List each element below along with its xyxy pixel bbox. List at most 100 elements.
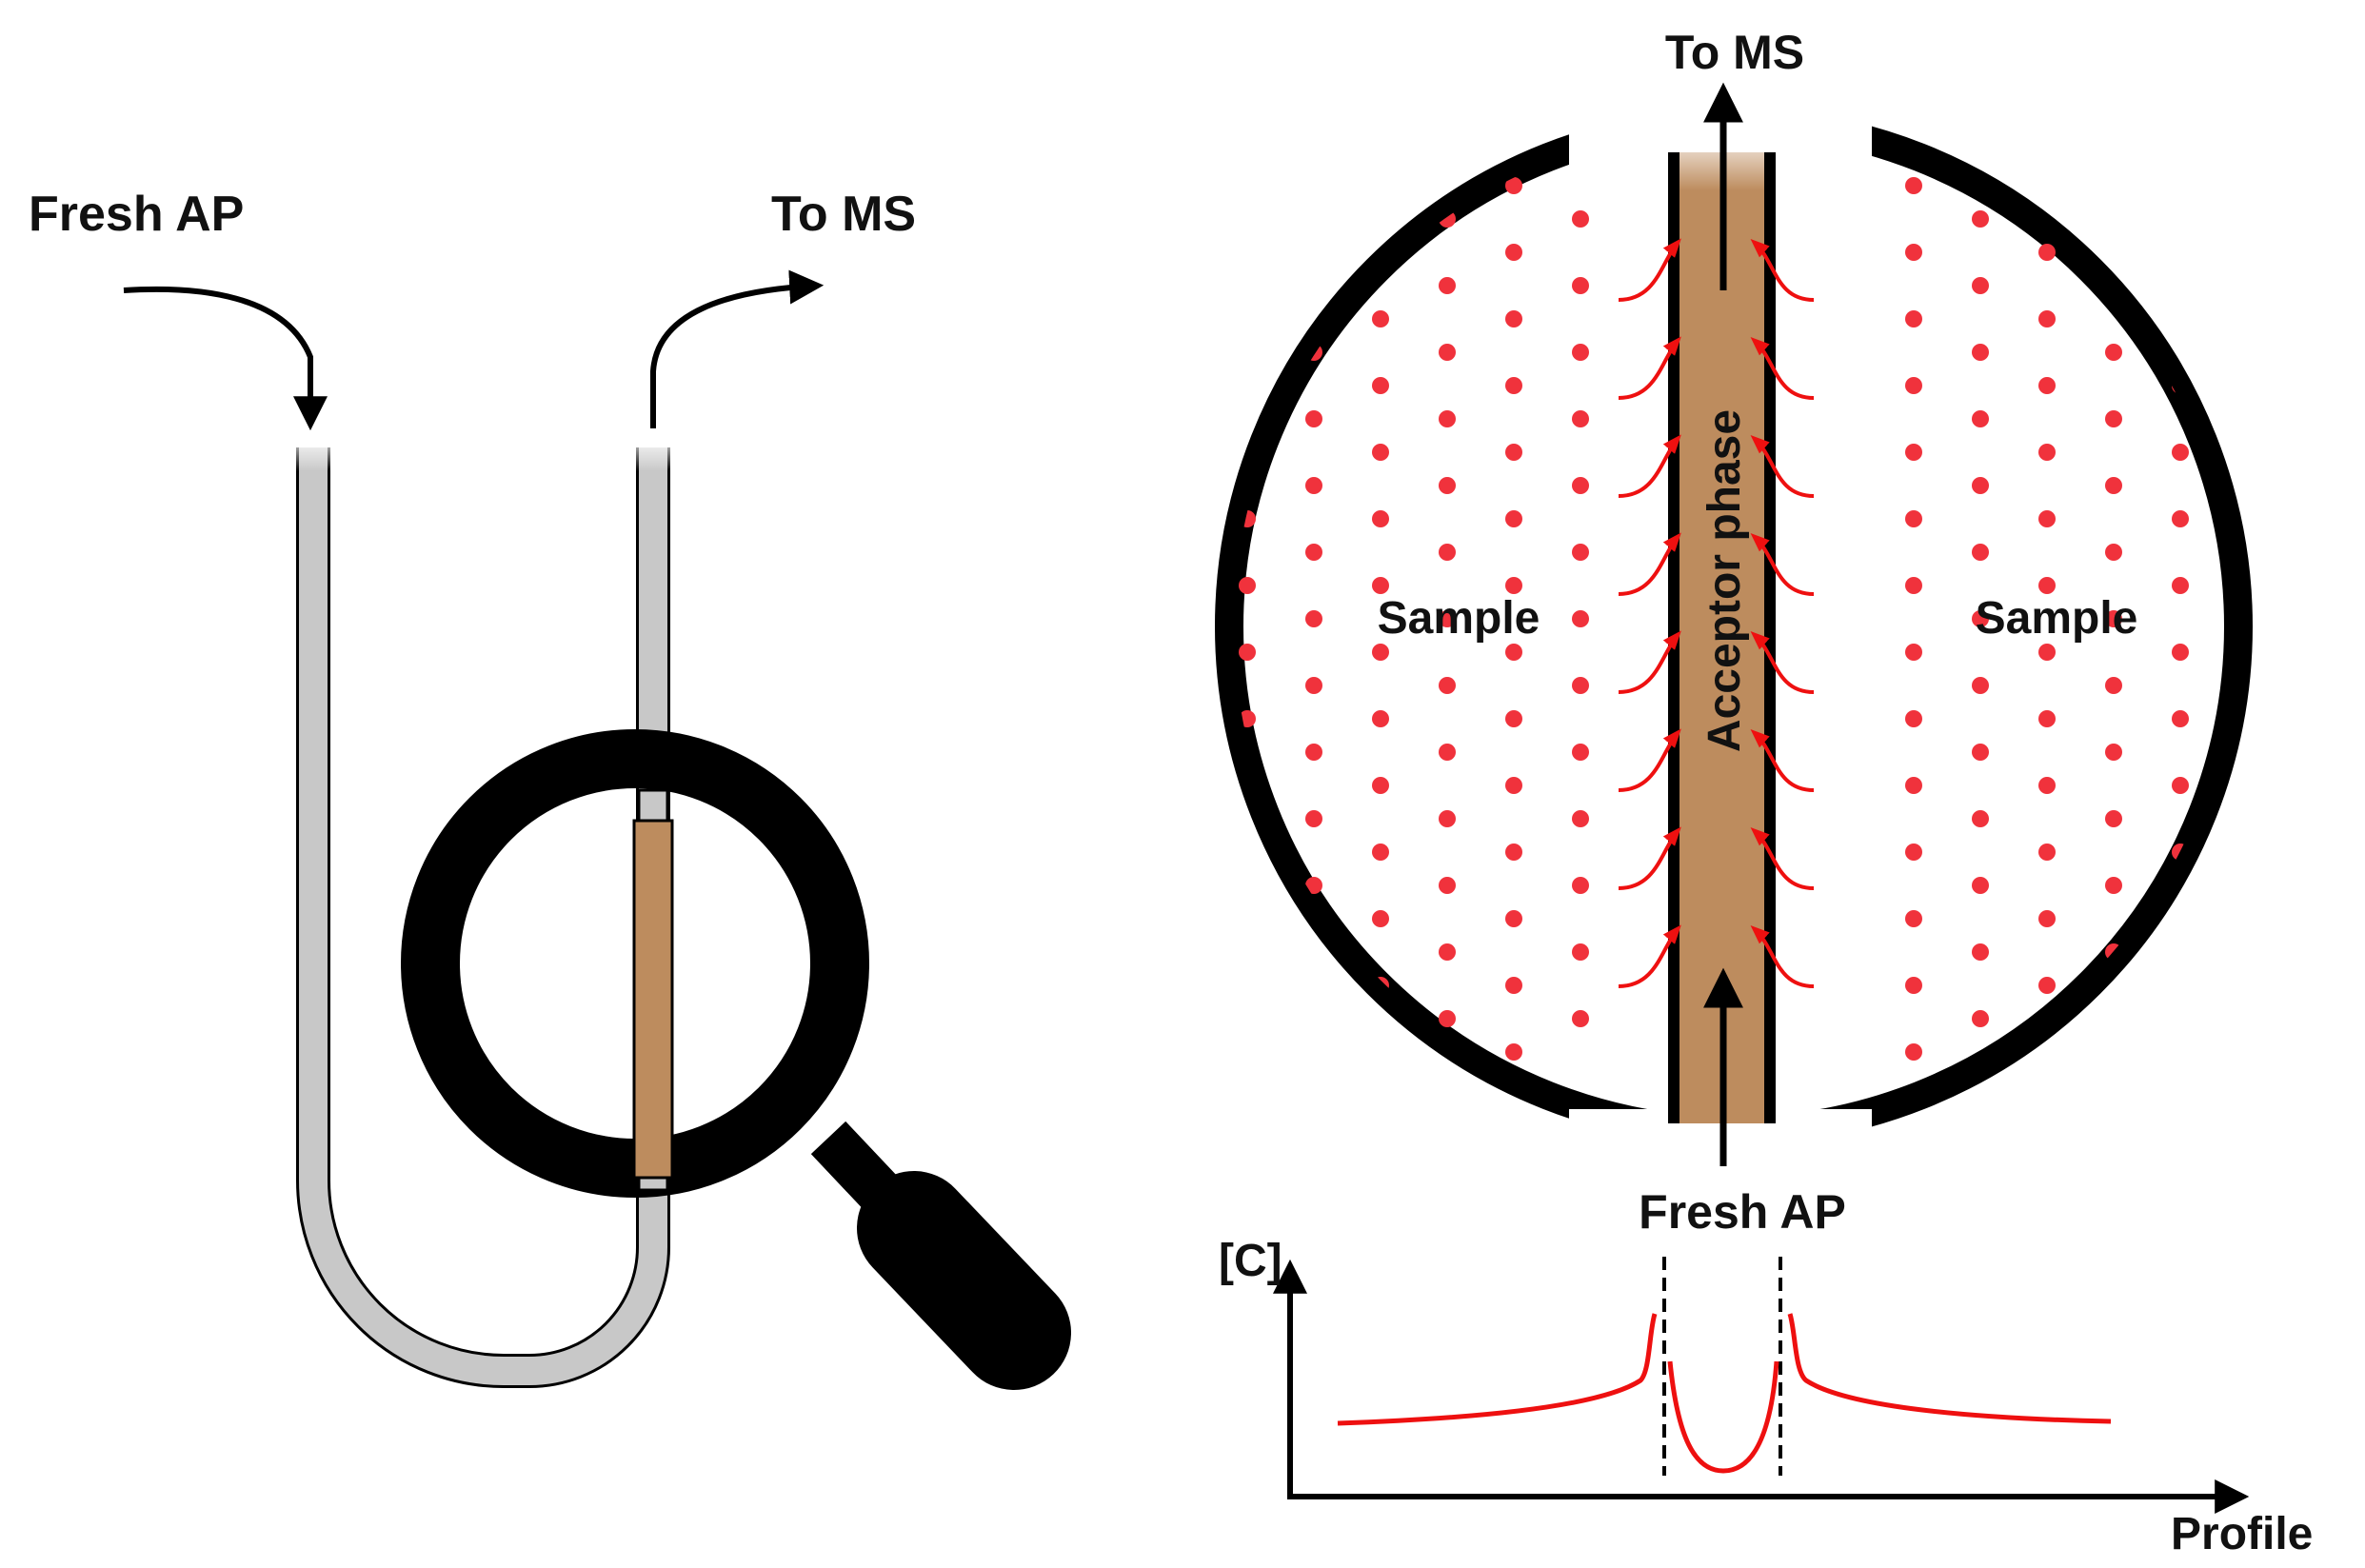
analyte-dot bbox=[1372, 377, 1389, 394]
inlet-label: Fresh AP bbox=[29, 187, 244, 242]
analyte-dot bbox=[1505, 1043, 1522, 1061]
analyte-dot bbox=[2038, 910, 2056, 927]
analyte-dot bbox=[1505, 444, 1522, 461]
profile-curve-center bbox=[1667, 1360, 1779, 1474]
analyte-dot bbox=[1305, 877, 1322, 894]
channel-label: Acceptor phase bbox=[1699, 409, 1750, 752]
analyte-dot bbox=[1905, 910, 1922, 927]
analyte-dot bbox=[1305, 544, 1322, 561]
tubing bbox=[299, 447, 667, 1385]
analyte-dot bbox=[2172, 577, 2189, 594]
analyte-dot bbox=[2038, 310, 2056, 327]
analyte-dot bbox=[1905, 644, 1922, 661]
analyte-dot bbox=[2038, 510, 2056, 527]
acceptor-channel bbox=[1679, 152, 1764, 1123]
analyte-dot bbox=[2172, 310, 2189, 327]
zoom-bottom-label: Fresh AP bbox=[1639, 1185, 1846, 1239]
analyte-dot bbox=[1239, 244, 1256, 261]
sample-right-label: Sample bbox=[1976, 593, 2138, 644]
analyte-dot bbox=[1505, 244, 1522, 261]
flux-arrow-right bbox=[1750, 336, 1815, 400]
analyte-dot bbox=[1439, 277, 1456, 294]
analyte-dot bbox=[1439, 1010, 1456, 1027]
analyte-dot bbox=[2038, 577, 2056, 594]
analyte-dot bbox=[1905, 377, 1922, 394]
analyte-dot bbox=[1505, 644, 1522, 661]
analyte-dot bbox=[2105, 210, 2122, 228]
analyte-dot bbox=[1505, 977, 1522, 994]
analyte-dot bbox=[1572, 410, 1589, 427]
analyte-dot bbox=[1239, 910, 1256, 927]
analyte-dot bbox=[1972, 344, 1989, 361]
analyte-dot bbox=[1372, 510, 1389, 527]
analyte-dot bbox=[1439, 477, 1456, 494]
analyte-dot bbox=[1505, 177, 1522, 194]
analyte-dot bbox=[1972, 810, 1989, 827]
analyte-dot bbox=[1239, 1043, 1256, 1061]
analyte-dot bbox=[1905, 777, 1922, 794]
analyte-dot bbox=[1239, 644, 1256, 661]
analyte-dot bbox=[1972, 744, 1989, 761]
analyte-dot bbox=[1905, 977, 1922, 994]
analyte-dot bbox=[2038, 244, 2056, 261]
analyte-dot bbox=[1372, 910, 1389, 927]
flux-arrow-right bbox=[1750, 924, 1815, 988]
analyte-dot bbox=[1439, 410, 1456, 427]
analyte-dot bbox=[1372, 844, 1389, 861]
analyte-dot bbox=[2038, 644, 2056, 661]
analyte-dot bbox=[2105, 877, 2122, 894]
analyte-dot bbox=[2038, 844, 2056, 861]
analyte-dot bbox=[1239, 977, 1256, 994]
analyte-dot bbox=[1905, 310, 1922, 327]
concentration-profile-plot: [C] Profile bbox=[1219, 1236, 2313, 1559]
flux-arrow-left bbox=[1618, 532, 1681, 596]
analyte-dot bbox=[2038, 1043, 2056, 1061]
flux-arrows bbox=[1618, 238, 1815, 988]
analyte-dot bbox=[1572, 1010, 1589, 1027]
analyte-dot bbox=[2172, 644, 2189, 661]
analyte-dot bbox=[1905, 177, 1922, 194]
analyte-dot bbox=[1572, 210, 1589, 228]
analyte-dot bbox=[1372, 644, 1389, 661]
flux-arrow-left bbox=[1618, 924, 1681, 988]
analyte-dot bbox=[2038, 177, 2056, 194]
analyte-dot bbox=[2105, 344, 2122, 361]
analyte-dot bbox=[2172, 777, 2189, 794]
flux-arrow-left bbox=[1618, 238, 1681, 302]
analyte-dot bbox=[2172, 1043, 2189, 1061]
analyte-dot bbox=[2172, 177, 2189, 194]
analyte-dot bbox=[1505, 777, 1522, 794]
analyte-dot bbox=[1905, 510, 1922, 527]
outlet-label: To MS bbox=[771, 187, 916, 242]
analyte-dot bbox=[1439, 544, 1456, 561]
analyte-dot bbox=[1505, 577, 1522, 594]
analyte-dot bbox=[2172, 244, 2189, 261]
analyte-dot bbox=[2038, 444, 2056, 461]
analyte-dot bbox=[1972, 210, 1989, 228]
analyte-dot bbox=[1972, 677, 1989, 694]
analyte-dot bbox=[1372, 177, 1389, 194]
analyte-dot bbox=[2172, 977, 2189, 994]
analyte-dot bbox=[1505, 910, 1522, 927]
analyte-dot bbox=[1305, 210, 1322, 228]
y-axis-label: [C] bbox=[1219, 1236, 1282, 1286]
analyte-dot bbox=[1305, 677, 1322, 694]
analyte-dot bbox=[1305, 810, 1322, 827]
analyte-dot bbox=[1305, 277, 1322, 294]
analyte-dot bbox=[1972, 1010, 1989, 1027]
analyte-dot bbox=[1572, 477, 1589, 494]
analyte-dot bbox=[2105, 810, 2122, 827]
flux-arrow-left bbox=[1618, 728, 1681, 792]
analyte-dot bbox=[1905, 844, 1922, 861]
analyte-dot bbox=[1439, 877, 1456, 894]
tubing-outline bbox=[296, 447, 670, 1388]
x-axis-label: Profile bbox=[2171, 1509, 2313, 1559]
analyte-dot bbox=[1439, 810, 1456, 827]
profile-curve-right bbox=[1787, 1313, 2112, 1424]
magnifier-handle bbox=[810, 1121, 1071, 1390]
analyte-dot bbox=[1572, 677, 1589, 694]
analyte-dot bbox=[1505, 510, 1522, 527]
analyte-dot bbox=[1372, 310, 1389, 327]
zoom-view: To MS Fresh AP Sample Sample Acceptor ph… bbox=[1215, 26, 2253, 1239]
analyte-dot bbox=[1305, 1010, 1322, 1027]
